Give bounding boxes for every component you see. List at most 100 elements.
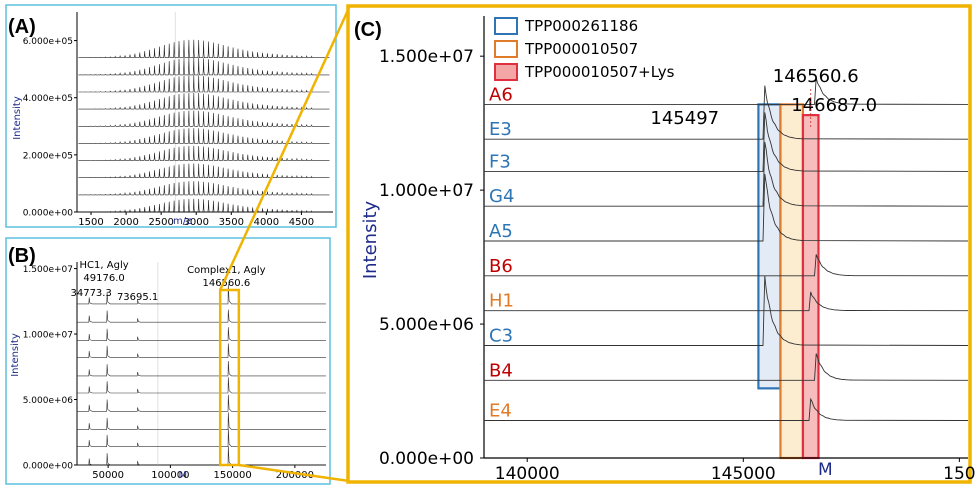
panel-b-plot: 0.000e+005.000e+061.000e+071.500e+075000… bbox=[10, 260, 326, 481]
sample-trace bbox=[484, 397, 969, 421]
legend-label: TPP000010507 bbox=[524, 40, 638, 58]
sample-trace bbox=[484, 353, 969, 381]
y-axis-title: Intensity bbox=[12, 96, 23, 140]
y-tick-label: 1.500e+07 bbox=[379, 47, 474, 67]
peak-label: 146560.6 bbox=[202, 278, 250, 289]
x-tick-label: 3500 bbox=[219, 217, 244, 228]
peak-label: 49176.0 bbox=[83, 273, 124, 284]
y-tick-label: 0.000e+00 bbox=[379, 449, 474, 469]
spectrum-trace bbox=[78, 198, 330, 213]
panel-a-letter: (A) bbox=[8, 16, 36, 38]
x-tick-label: 150000 bbox=[214, 470, 252, 481]
zoom-line bbox=[238, 463, 350, 483]
sample-label: A5 bbox=[489, 221, 513, 242]
zoom-box bbox=[218, 288, 241, 467]
sample-label: F3 bbox=[489, 151, 511, 172]
sample-trace bbox=[484, 291, 969, 312]
y-tick-label: 0.000e+00 bbox=[23, 209, 74, 219]
y-axis-title: Intensity bbox=[10, 333, 21, 377]
mass-trace bbox=[77, 394, 326, 412]
peak-label: 146560.6 bbox=[773, 66, 859, 87]
x-tick-label: 4000 bbox=[254, 217, 279, 228]
y-tick-label: 5.000e+06 bbox=[23, 396, 74, 406]
legend-label: TPP000010507+Lys bbox=[524, 63, 675, 81]
highlight-box-red bbox=[801, 114, 820, 460]
x-tick-label: 4500 bbox=[289, 217, 314, 228]
mass-trace bbox=[77, 327, 326, 341]
panel-b-letter: (B) bbox=[8, 245, 36, 267]
mass-trace bbox=[77, 428, 326, 447]
panel-c-plot: 0.000e+00 5.000e+06 1.000e+07 1.500e+07 1400… bbox=[360, 16, 975, 484]
mass-trace bbox=[77, 343, 326, 358]
panel-a-plot: 0.000e+00 2.000e+05 4.000e+05 6.000e+05 1500… bbox=[12, 12, 333, 228]
y-tick-label: 0.000e+00 bbox=[23, 462, 74, 472]
mass-trace bbox=[77, 446, 326, 466]
peak-label: 145497 bbox=[650, 108, 719, 129]
sample-label: E3 bbox=[489, 119, 512, 140]
sample-label: A6 bbox=[489, 84, 513, 105]
x-tick-label: 3000 bbox=[184, 217, 209, 228]
sample-label: B6 bbox=[489, 256, 513, 277]
zoom-connector bbox=[219, 7, 351, 483]
x-tick-label: 100000 bbox=[151, 470, 189, 481]
x-axis-title: M bbox=[179, 470, 188, 481]
x-tick-label: 140000 bbox=[495, 464, 560, 484]
spectrum-trace bbox=[78, 57, 330, 76]
sample-label: B4 bbox=[489, 360, 513, 381]
sample-label: C3 bbox=[489, 325, 513, 346]
sample-label: E4 bbox=[489, 400, 512, 421]
mass-trace bbox=[77, 377, 326, 394]
highlight-box-orange bbox=[779, 103, 805, 460]
zoom-line bbox=[219, 7, 351, 291]
sample-trace bbox=[484, 141, 969, 207]
panel-c-letter: (C) bbox=[354, 19, 382, 41]
panel-b-frame bbox=[5, 237, 331, 485]
x-tick-label: 200000 bbox=[276, 470, 314, 481]
spectrum-trace bbox=[78, 163, 330, 178]
y-tick-label: 5.000e+06 bbox=[379, 315, 474, 335]
panel-c-frame bbox=[346, 4, 972, 484]
spectrum-trace bbox=[78, 39, 330, 58]
x-tick-label: 145000 bbox=[711, 464, 776, 484]
peak-label: Complex1, Agly bbox=[187, 265, 266, 276]
sample-trace bbox=[484, 77, 969, 105]
spectrum-trace bbox=[78, 92, 330, 110]
legend-swatch bbox=[494, 63, 518, 81]
sample-label: G4 bbox=[489, 186, 514, 207]
spectrum-trace bbox=[78, 181, 330, 196]
x-tick-label: 50000 bbox=[92, 470, 124, 481]
sample-trace bbox=[484, 85, 969, 140]
peak-label: 73695.1 bbox=[117, 292, 158, 303]
peak-label: 34773.3 bbox=[70, 288, 111, 299]
mass-trace bbox=[77, 309, 326, 323]
x-tick-label: 1500 bbox=[78, 217, 103, 228]
legend-swatch bbox=[494, 17, 518, 35]
panel-c: (C) 0.000e+00 5.000e+06 1.000e+07 1.500e+07… bbox=[346, 4, 975, 484]
panel-a-frame bbox=[5, 4, 337, 228]
panel-b: (B) 0.000e+005.000e+061.000e+071.500e+07… bbox=[5, 237, 331, 485]
mass-trace bbox=[77, 284, 326, 305]
y-axis-title: Intensity bbox=[360, 200, 381, 279]
mass-trace bbox=[77, 360, 326, 377]
sample-trace bbox=[484, 254, 969, 277]
peak-label: HC1, Agly bbox=[80, 260, 129, 271]
panel-a: (A) 0.000e+00 2.000e+05 4.000e+05 6.000e+05… bbox=[5, 4, 337, 228]
x-tick-label: 150 bbox=[943, 464, 975, 484]
y-tick-label: 1.500e+07 bbox=[23, 265, 73, 275]
y-tick-label: 4.000e+05 bbox=[23, 94, 73, 104]
y-tick-label: 2.000e+05 bbox=[23, 151, 73, 161]
sample-trace bbox=[484, 275, 969, 346]
y-tick-label: 1.000e+07 bbox=[379, 181, 474, 201]
peak-label: 146687.0 bbox=[791, 95, 877, 116]
spectrum-trace bbox=[78, 145, 330, 161]
x-tick-label: 2500 bbox=[148, 217, 173, 228]
x-axis-title: M bbox=[818, 460, 833, 480]
legend-swatch bbox=[494, 40, 518, 58]
sample-trace bbox=[484, 112, 969, 172]
sample-label: H1 bbox=[489, 291, 514, 312]
x-axis-title: m/z bbox=[173, 216, 191, 227]
y-tick-label: 6.000e+05 bbox=[23, 37, 73, 47]
x-tick-label: 2000 bbox=[113, 217, 138, 228]
